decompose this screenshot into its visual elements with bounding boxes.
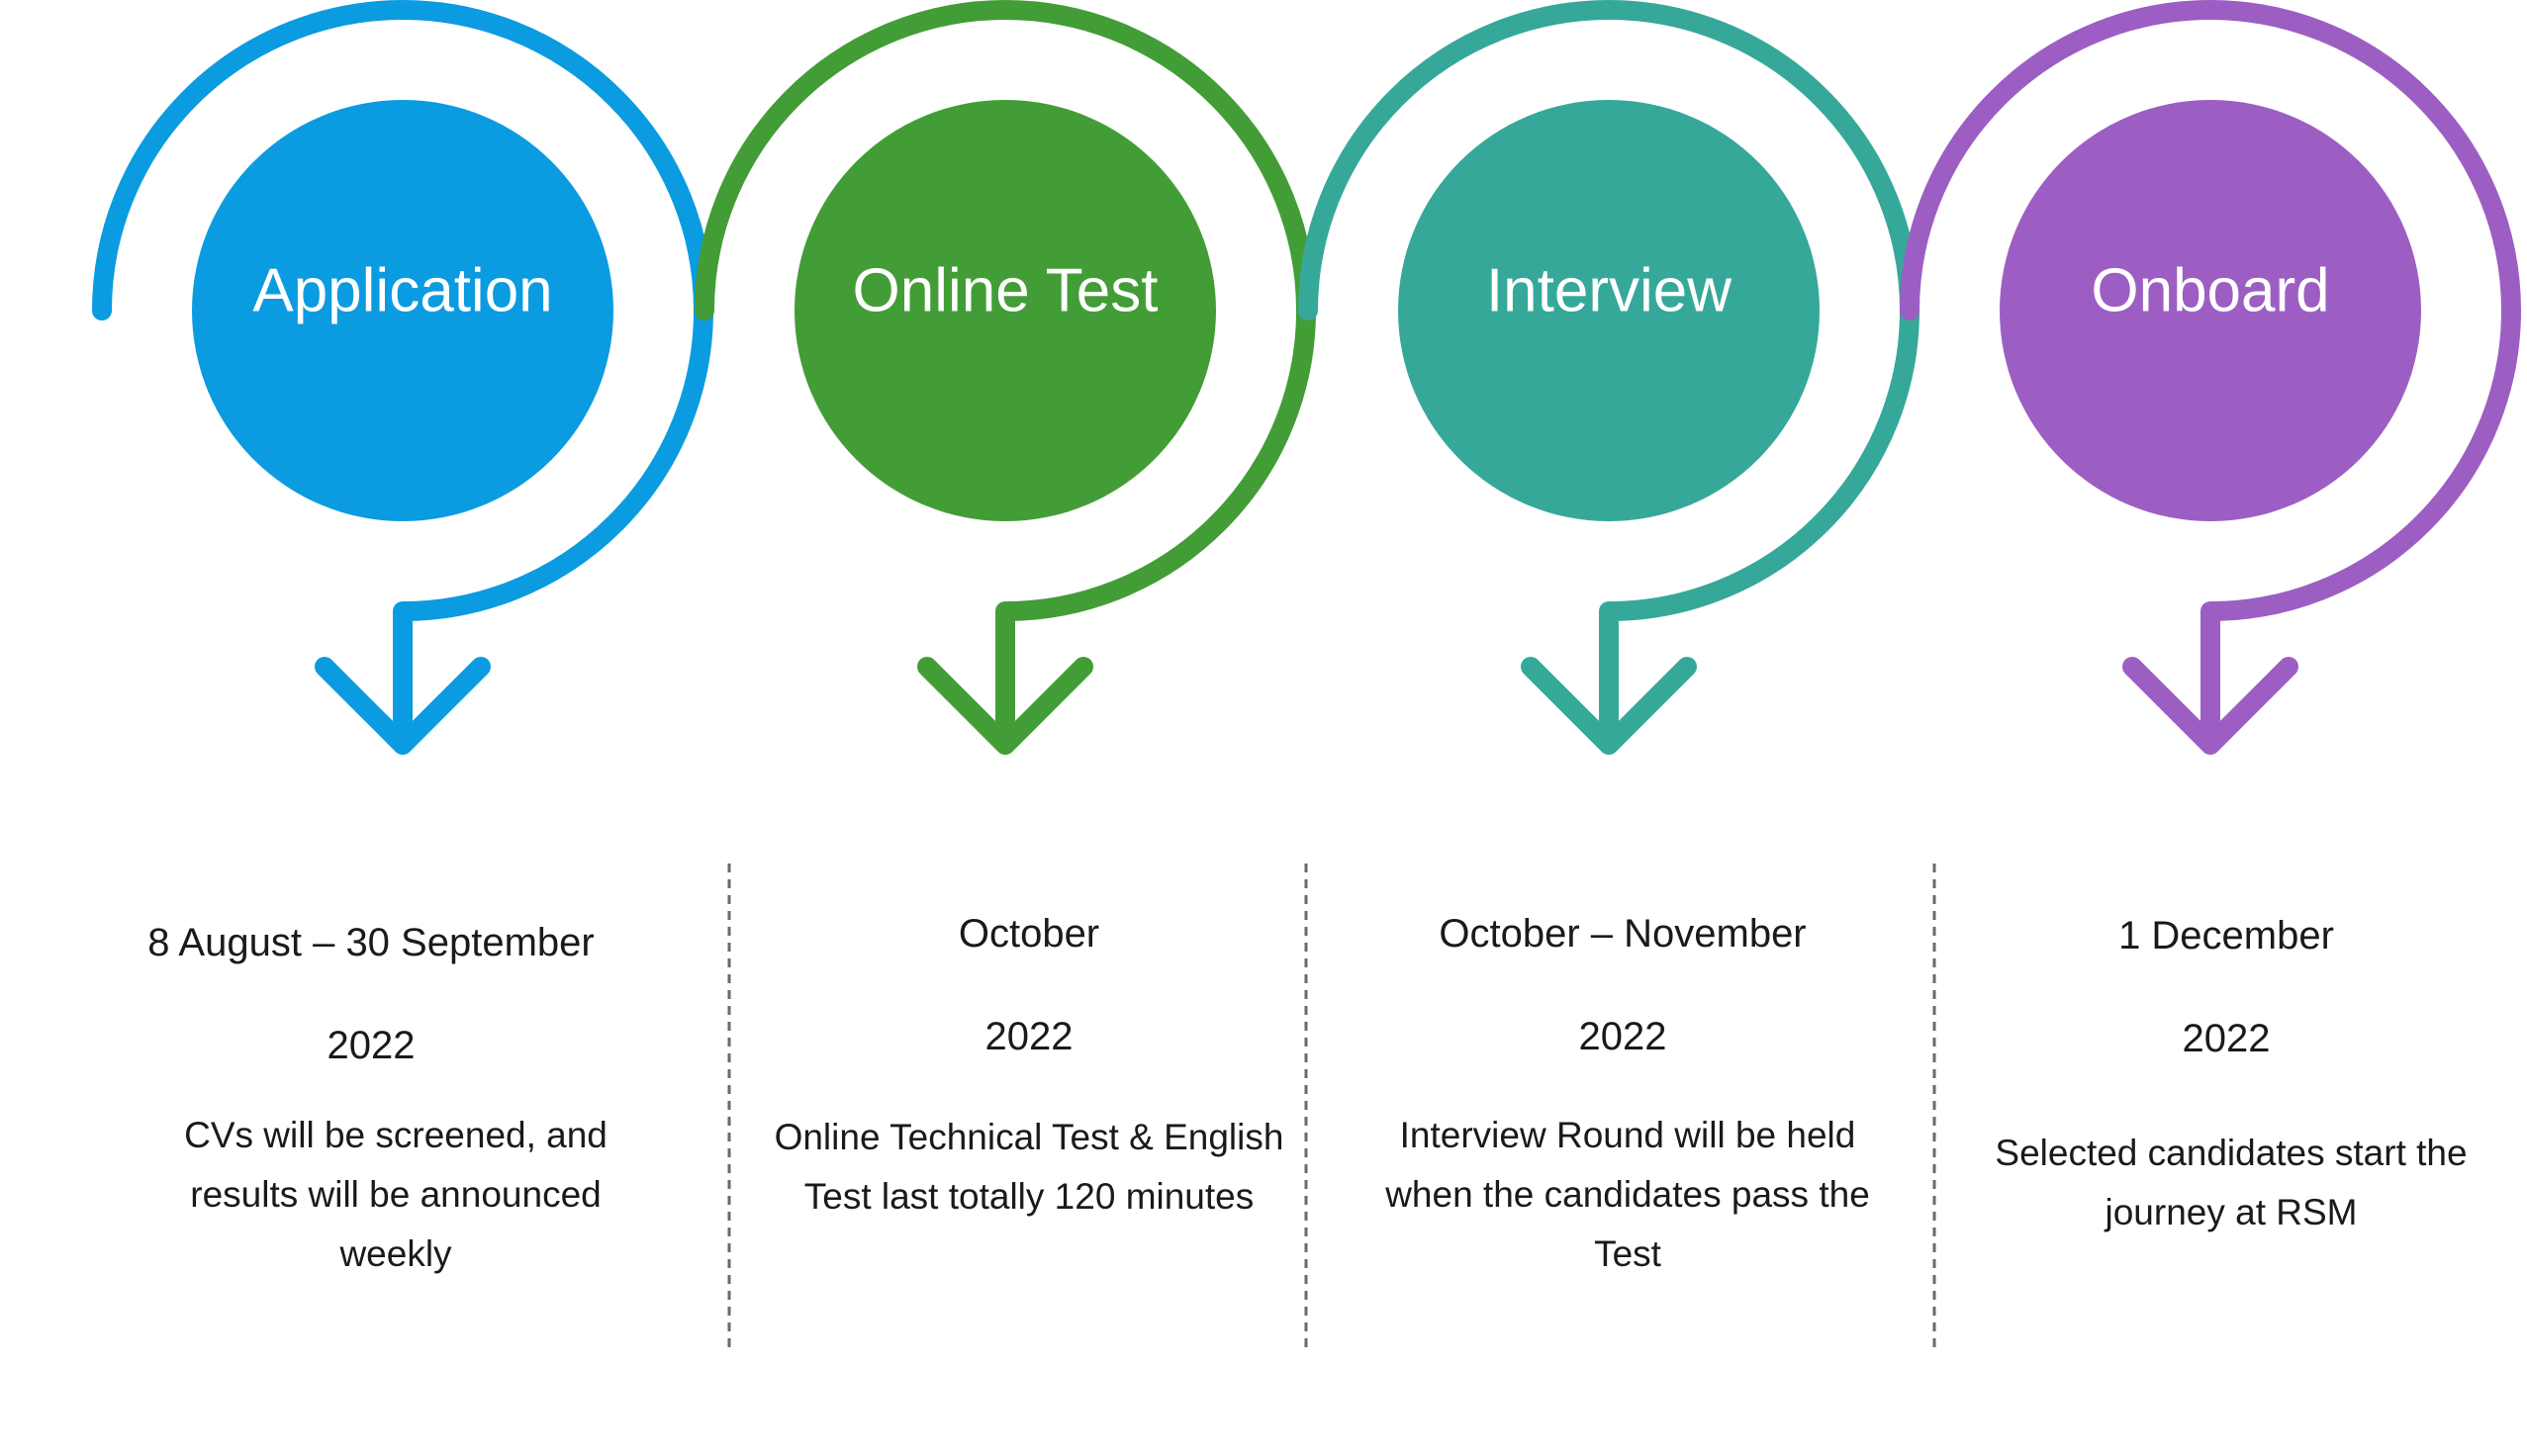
- onboard-label: Onboard: [2091, 256, 2329, 324]
- onboard-arrowhead-icon: [2122, 657, 2298, 755]
- interview-spiral-arc: [1298, 0, 1919, 742]
- stage-onboard: Onboard: [1900, 0, 2521, 755]
- onboard-year: 2022: [2182, 1017, 2271, 1060]
- application-arrowhead-icon: [315, 657, 491, 755]
- online-test-year: 2022: [984, 1015, 1074, 1058]
- interview-circle: [1398, 100, 1820, 521]
- online-test-circle: [795, 100, 1216, 521]
- online-test-date: October: [958, 912, 1100, 956]
- stage-application: Application: [92, 0, 713, 755]
- stage-online-test: Online Test: [695, 0, 1316, 755]
- online-test-description: Online Technical Test & English Test las…: [774, 1117, 1284, 1217]
- interview-year: 2022: [1578, 1015, 1667, 1058]
- onboard-date: 1 December: [2118, 914, 2334, 957]
- interview-date: October – November: [1439, 912, 1807, 956]
- online-test-label: Online Test: [852, 256, 1158, 324]
- online-test-spiral-arc: [695, 0, 1316, 742]
- application-circle: [192, 100, 613, 521]
- online-test-arrowhead-icon: [917, 657, 1093, 755]
- onboard-description: Selected candidates start the journey at…: [1995, 1133, 2468, 1232]
- stage-interview: Interview: [1298, 0, 1919, 755]
- interview-description: Interview Round will be held when the ca…: [1385, 1115, 1870, 1274]
- application-date: 8 August – 30 September: [147, 921, 595, 964]
- interview-arrowhead-icon: [1521, 657, 1697, 755]
- application-description: CVs will be screened, and results will b…: [184, 1115, 608, 1274]
- application-year: 2022: [327, 1024, 416, 1067]
- application-label: Application: [252, 256, 552, 324]
- onboard-circle: [2000, 100, 2421, 521]
- application-spiral-arc: [92, 0, 713, 742]
- interview-label: Interview: [1486, 256, 1731, 324]
- onboard-spiral-arc: [1900, 0, 2521, 742]
